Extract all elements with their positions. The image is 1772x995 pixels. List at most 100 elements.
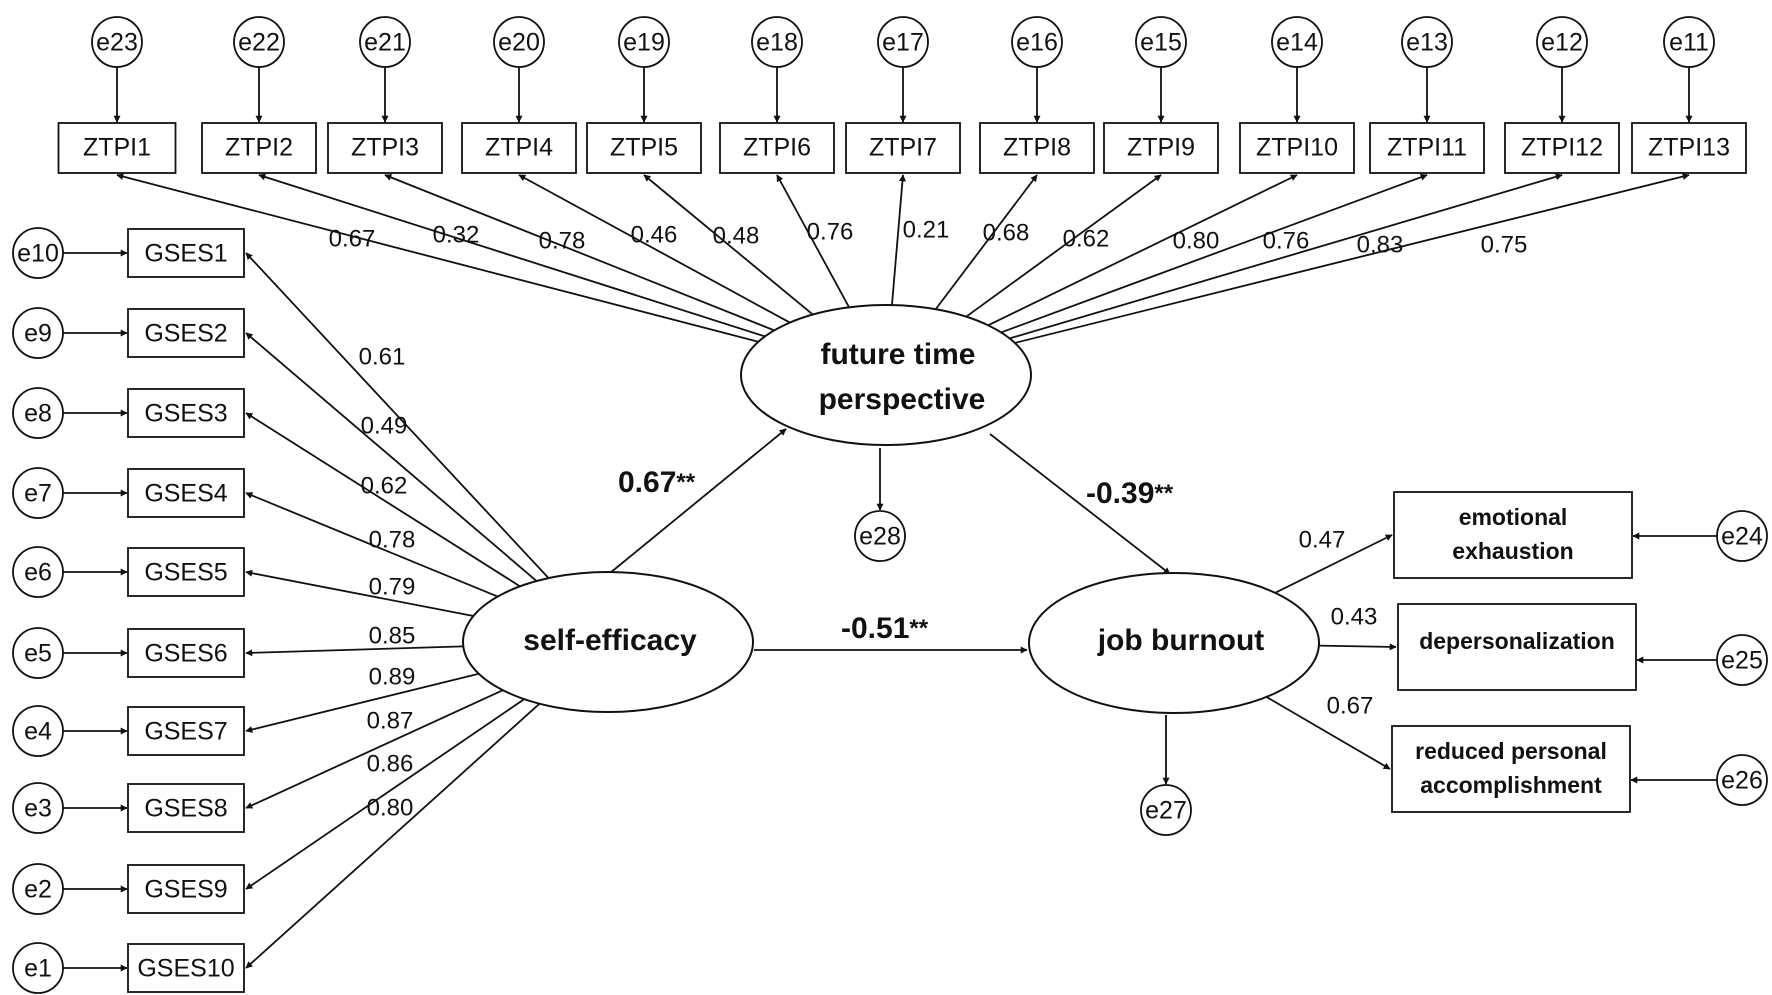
latent-self-efficacy [462, 571, 754, 713]
loading-arrow-ztpi7 [891, 174, 906, 306]
loading-arrow-gses4 [245, 492, 499, 598]
error-node [12, 863, 64, 915]
disturbance-node-jb [1140, 784, 1192, 836]
observed-label: GSES7 [144, 718, 227, 746]
error-node [1716, 754, 1768, 806]
latent-label-line2: perspective [819, 383, 986, 416]
error-label: e2 [24, 876, 52, 904]
observed-label: GSES1 [144, 240, 227, 268]
observed-label-line1: reduced personal [1415, 738, 1607, 764]
error-node [1663, 16, 1715, 68]
observed-box [1103, 122, 1219, 174]
error-node [1716, 634, 1768, 686]
error-label: e24 [1721, 523, 1763, 551]
error-label: e15 [1140, 29, 1182, 57]
observed-box [127, 628, 245, 678]
observed-box [127, 388, 245, 438]
loading-label: 0.76 [1263, 227, 1310, 254]
loading-arrow-burnout-1 [1274, 534, 1393, 594]
observed-label: ZTPI10 [1256, 134, 1338, 162]
path-label-ftp-jb: -0.39** [1086, 477, 1174, 510]
error-node [12, 307, 64, 359]
loading-arrow-ztpi3 [384, 174, 775, 332]
error-node [1271, 16, 1323, 68]
error-node [12, 782, 64, 834]
observed-label: GSES8 [144, 795, 227, 823]
latent-label: self-efficacy [523, 624, 697, 657]
observed-label-line2: exhaustion [1452, 538, 1573, 564]
error-label: e21 [364, 29, 406, 57]
observed-label: GSES2 [144, 320, 227, 348]
observed-label: ZTPI6 [743, 134, 811, 162]
observed-box [1369, 122, 1485, 174]
error-node [12, 546, 64, 598]
error-node [12, 705, 64, 757]
observed-box [1397, 603, 1637, 691]
observed-box [1393, 491, 1633, 579]
observed-box [1504, 122, 1620, 174]
loading-label: 0.83 [1357, 231, 1404, 258]
loading-arrow-ztpi12 [1009, 173, 1563, 340]
observed-label: ZTPI1 [83, 134, 151, 162]
error-label: e13 [1406, 29, 1448, 57]
observed-box [201, 122, 317, 174]
path-arrow-se-ftp [609, 428, 787, 574]
observed-box [719, 122, 835, 174]
loading-label: 0.67 [1327, 692, 1374, 719]
error-node [12, 942, 64, 994]
latent-future-time-perspective [740, 304, 1032, 446]
latent-label-line1: future time [820, 338, 975, 371]
error-label: e20 [498, 29, 540, 57]
error-label: e9 [24, 320, 52, 348]
observed-box [127, 783, 245, 833]
disturbance-node-ftp [854, 510, 906, 562]
loading-label: 0.86 [367, 750, 414, 777]
observed-label: GSES5 [144, 559, 227, 587]
error-node [12, 227, 64, 279]
error-label: e26 [1721, 767, 1763, 795]
error-node [1011, 16, 1063, 68]
observed-label: ZTPI8 [1003, 134, 1071, 162]
loading-arrow-ztpi2 [258, 173, 766, 338]
loading-label: 0.49 [361, 412, 408, 439]
error-label: e4 [24, 718, 52, 746]
loading-arrow-ztpi9 [965, 174, 1162, 318]
disturbance-label: e27 [1145, 797, 1187, 825]
observed-label: GSES3 [144, 400, 227, 428]
loading-arrow-ztpi8 [934, 174, 1038, 310]
loading-label: 0.80 [367, 794, 414, 821]
latent-label: job burnout [1097, 624, 1265, 657]
observed-label: ZTPI4 [485, 134, 553, 162]
loading-arrow-gses5 [245, 569, 474, 617]
loading-label: 0.89 [369, 663, 416, 690]
observed-box [461, 122, 577, 174]
loading-arrow-burnout-3 [1265, 696, 1391, 770]
observed-label: GSES9 [144, 876, 227, 904]
observed-box [979, 122, 1095, 174]
loading-arrow-gses9 [245, 698, 525, 890]
error-node [877, 16, 929, 68]
observed-label: ZTPI13 [1648, 134, 1730, 162]
loading-arrow-ztpi6 [776, 174, 850, 308]
loading-arrow-gses7 [245, 672, 480, 733]
error-node [359, 16, 411, 68]
error-label: e23 [96, 29, 138, 57]
observed-label: ZTPI2 [225, 134, 293, 162]
error-node [1536, 16, 1588, 68]
loading-label: 0.43 [1331, 603, 1378, 630]
nodes: e23ZTPI1e22ZTPI2e21ZTPI3e20ZTPI4e19ZTPI5… [12, 16, 1768, 994]
path-arrows [63, 67, 1717, 972]
error-label: e5 [24, 640, 52, 668]
observed-box [327, 122, 443, 174]
error-node [91, 16, 143, 68]
path-label-se-jb: -0.51** [841, 612, 929, 645]
error-node [618, 16, 670, 68]
error-label: e22 [238, 29, 280, 57]
error-node [751, 16, 803, 68]
error-node [1716, 510, 1768, 562]
error-node [233, 16, 285, 68]
loading-label: 0.48 [713, 222, 760, 249]
observed-label: ZTPI11 [1387, 134, 1467, 162]
